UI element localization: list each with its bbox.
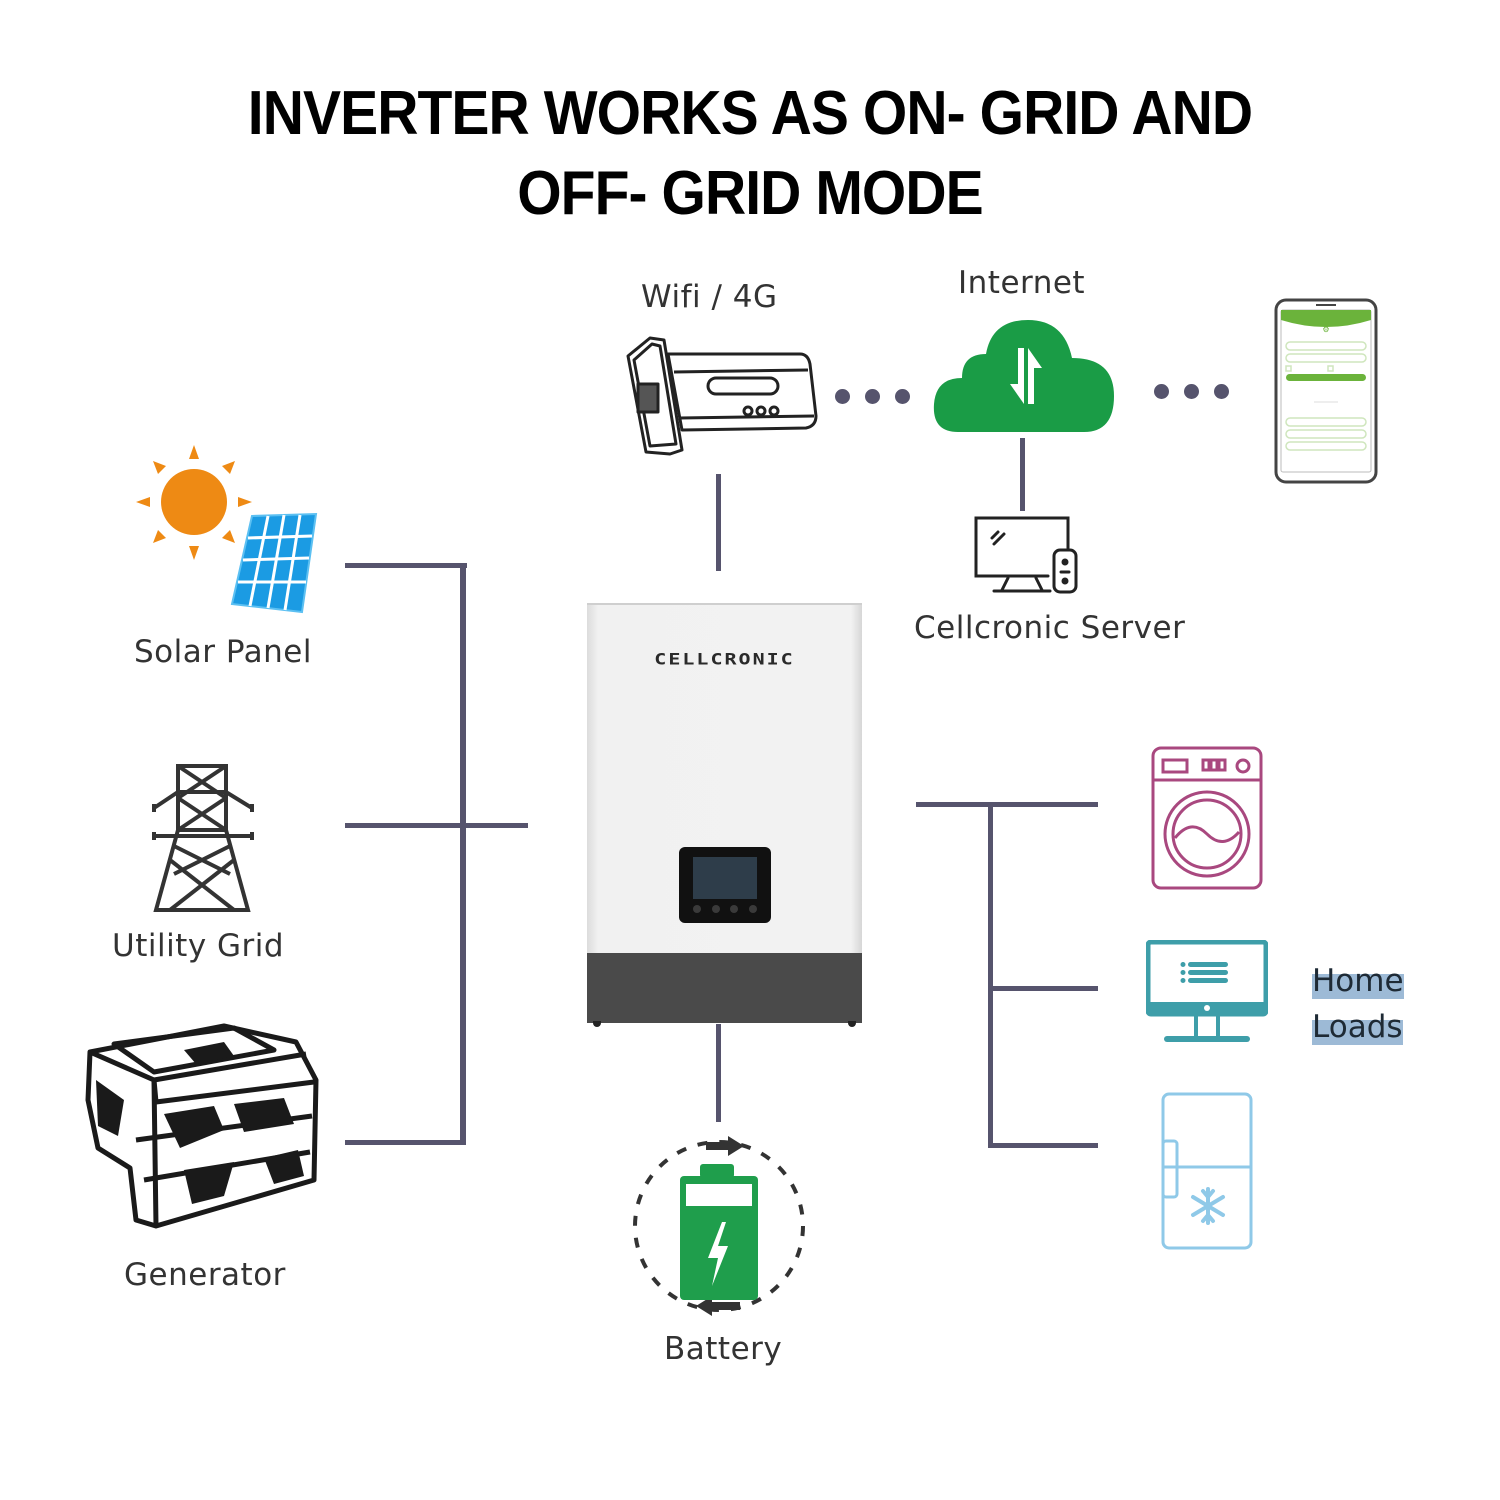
solar-panel-label: Solar Panel [134,634,312,670]
utility-grid-label: Utility Grid [112,928,285,964]
generator-icon [85,1023,319,1229]
svg-text:⚙: ⚙ [1322,325,1329,334]
washing-machine-icon [1151,746,1263,890]
connector-monitor [990,986,1098,991]
inverter-base [587,953,862,1023]
inverter-foot-right [848,1021,856,1027]
connector-right-bus [988,804,993,1148]
cellcronic-server-label: Cellcronic Server [914,610,1186,646]
wifi-4g-label: Wifi / 4G [641,279,778,315]
computer-monitor-icon [1146,940,1268,1042]
refrigerator-icon [1161,1092,1253,1250]
connector-server [1020,438,1025,511]
connector-wifi [716,474,721,571]
battery-label: Battery [664,1331,783,1367]
connector-solar [345,563,467,568]
connector-battery [716,1024,721,1122]
connector-grid [345,823,528,828]
inverter-brand-logo: CELLCRONIC [654,649,795,669]
connector-generator [345,1140,466,1145]
mobile-app-phone-icon: ⚙ [1274,298,1378,484]
battery-charge-cycle-icon [633,1136,805,1316]
wifi-4g-module-icon [626,336,818,456]
home-loads-line2: Loads [1312,1009,1403,1045]
inverter-buttons [693,905,757,913]
internet-cloud-icon [933,320,1114,432]
charge-arrow-icon [706,1136,744,1156]
generator-label: Generator [124,1257,286,1293]
inverter-foot-left [593,1021,601,1027]
hybrid-inverter: CELLCRONIC [587,603,862,1027]
home-loads-label: Home Loads [1312,958,1404,1050]
server-computer-icon [974,516,1078,594]
utility-tower-icon [152,764,254,912]
connector-fridge [990,1143,1098,1148]
diagram-title-line2: OFF- GRID MODE [517,159,984,228]
inverter-lcd-panel [679,847,771,923]
solar-panel-icon [230,512,318,614]
diagram-title-line1: INVERTER WORKS AS ON- GRID AND [247,79,1253,148]
snowflake-icon [1191,1187,1225,1225]
inverter-lcd-screen [693,857,757,899]
sun-icon [136,445,252,560]
home-loads-line1: Home [1312,963,1404,999]
connector-left-bus [460,563,466,1145]
internet-label: Internet [958,265,1086,301]
discharge-arrow-icon [696,1296,740,1316]
connector-inverter-output [916,802,1098,807]
